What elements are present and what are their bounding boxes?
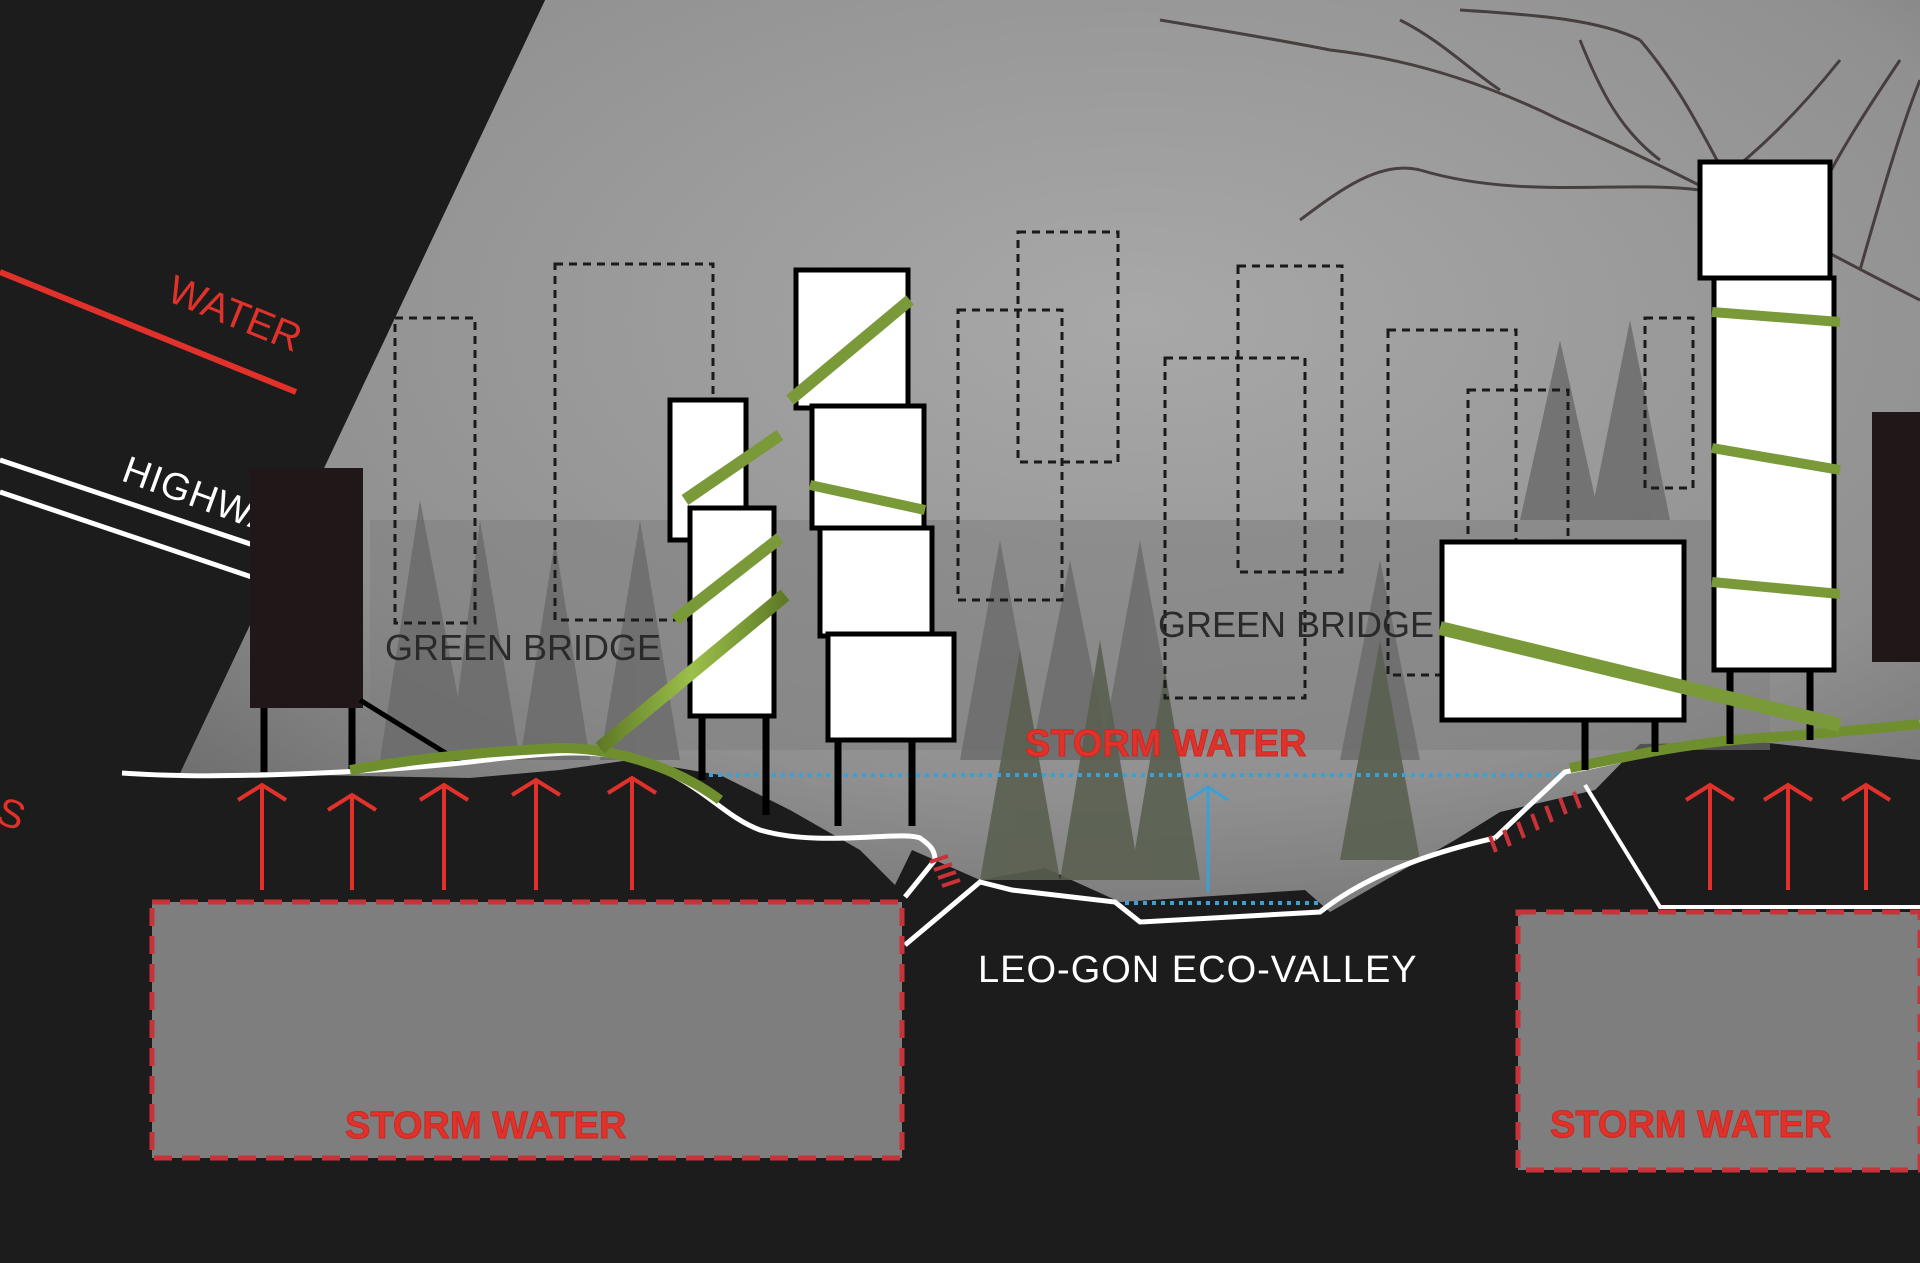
up-arrow-icon: [1840, 782, 1892, 890]
up-arrow-icon: [1684, 782, 1736, 890]
grass-strip-left: [349, 742, 723, 805]
green-bridge-label-left: GREEN BRIDGE: [385, 627, 661, 668]
storm-arrows-right: [1684, 782, 1892, 890]
building-columns-right: [1581, 670, 1814, 770]
building-block: [809, 403, 927, 531]
ghost-building: [1466, 388, 1570, 602]
channel-hatch-left: [929, 854, 961, 888]
green-roofs: [595, 295, 1842, 754]
up-arrow-icon: [1762, 782, 1814, 890]
ghost-building: [1236, 264, 1344, 574]
building-block: [825, 631, 957, 743]
storm-water-label-center: STORM WATER: [1025, 723, 1306, 765]
grass-strip-right: [1569, 719, 1920, 773]
building-block: [1711, 275, 1837, 673]
water-rise-arrow-icon: [1187, 785, 1229, 892]
building-block: [1697, 159, 1833, 281]
pier-columns: [260, 708, 356, 772]
left-wedge: [0, 0, 545, 1258]
storm-water-label-right: STORM WATER: [1550, 1104, 1831, 1146]
highway-line-lower: [0, 489, 291, 593]
water-line: [0, 269, 298, 395]
valley-label: LEO-GON ECO-VALLEY: [978, 949, 1418, 991]
up-arrow-icon: [606, 775, 658, 890]
pier-strut: [358, 697, 462, 765]
ghost-building: [393, 316, 477, 625]
building-block: [817, 525, 935, 639]
ghost-building: [1163, 356, 1307, 700]
up-arrow-icon: [418, 782, 470, 890]
highway-line-upper: [0, 457, 299, 563]
ghost-building: [1016, 230, 1120, 464]
building-columns-left: [698, 716, 916, 826]
foreground-trees: [980, 640, 1420, 880]
ghost-building: [1643, 316, 1695, 490]
right-edge-dark-building: [1872, 412, 1920, 662]
up-arrow-icon: [236, 782, 288, 890]
green-bridge-label-right: GREEN BRIDGE: [1158, 604, 1434, 645]
channel-hatch-right: [1488, 791, 1582, 853]
terrain-edge-right: [1583, 783, 1920, 909]
storm-arrows-left: [236, 775, 658, 890]
buildings-left-cluster: [667, 267, 957, 743]
buildings-right-cluster: [1439, 159, 1837, 723]
up-arrow-icon: [326, 792, 378, 890]
highway-pier-building: [250, 468, 363, 708]
reservoir-right: [1515, 909, 1920, 1173]
reservoir-left: [149, 899, 905, 1161]
up-arrow-icon: [510, 777, 562, 890]
storm-water-label-left: STORM WATER: [345, 1105, 626, 1147]
terrain-outline-valley: [903, 835, 1496, 947]
